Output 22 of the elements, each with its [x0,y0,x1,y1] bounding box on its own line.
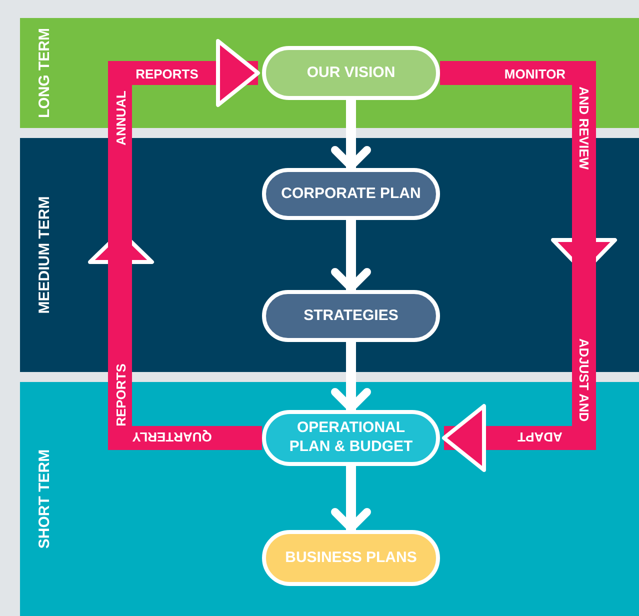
band-label: SHORT TERM [36,449,53,549]
band-label: LONG TERM [36,28,53,118]
arrow-label: ANNUAL [114,90,128,146]
band-label: MEEDIUM TERM [36,196,53,314]
stage-pill: CORPORATE PLAN [262,168,440,220]
arrow-label: REPORTS [114,364,128,426]
stage-pill: OPERATIONAL PLAN & BUDGET [262,410,440,466]
arrow [331,342,371,412]
arrow-label: AND REVIEW [576,86,592,170]
arrow-label: QUARTERLY [132,430,212,444]
arrow [331,220,371,292]
arrow [108,39,262,450]
stage-pill: BUSINESS PLANS [262,530,440,586]
arrow-label: ADJUST AND [576,338,592,422]
arrow [331,100,371,170]
arrow-label: ADAPT [518,430,562,444]
arrow [331,466,371,532]
arrow-label: MONITOR [504,66,566,82]
arrow [440,61,596,472]
stage-pill: OUR VISION [262,46,440,100]
arrow-label: REPORTS [136,66,198,82]
stage-pill: STRATEGIES [262,290,440,342]
